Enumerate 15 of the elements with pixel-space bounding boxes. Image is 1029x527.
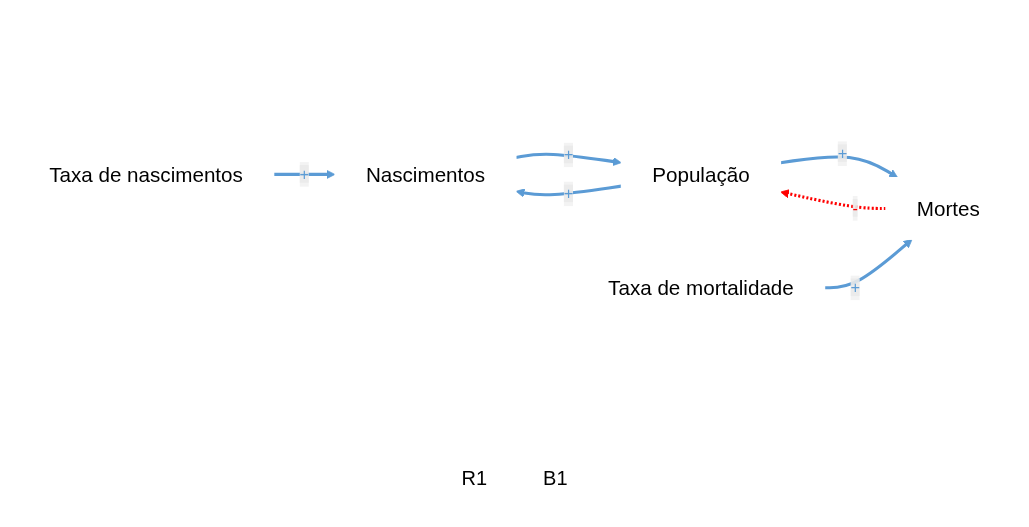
node-text: Mortes	[916, 197, 980, 220]
edge-label: -	[852, 199, 859, 217]
arrow	[824, 238, 913, 290]
loop-label: B1	[542, 466, 569, 491]
node-text: Taxa de mortalidade	[608, 276, 794, 300]
edge-label: +	[850, 278, 861, 297]
edge-label: +	[837, 144, 848, 162]
arrow	[780, 155, 898, 178]
loop-label: R1	[460, 466, 489, 491]
edge-label: +	[563, 184, 574, 203]
node-text: Nascimentos	[365, 163, 486, 186]
node-text: Taxa de nascimentos	[49, 163, 243, 186]
edge-label: +	[299, 165, 310, 183]
edge-label: +	[563, 145, 574, 164]
node-text: População	[652, 163, 750, 186]
